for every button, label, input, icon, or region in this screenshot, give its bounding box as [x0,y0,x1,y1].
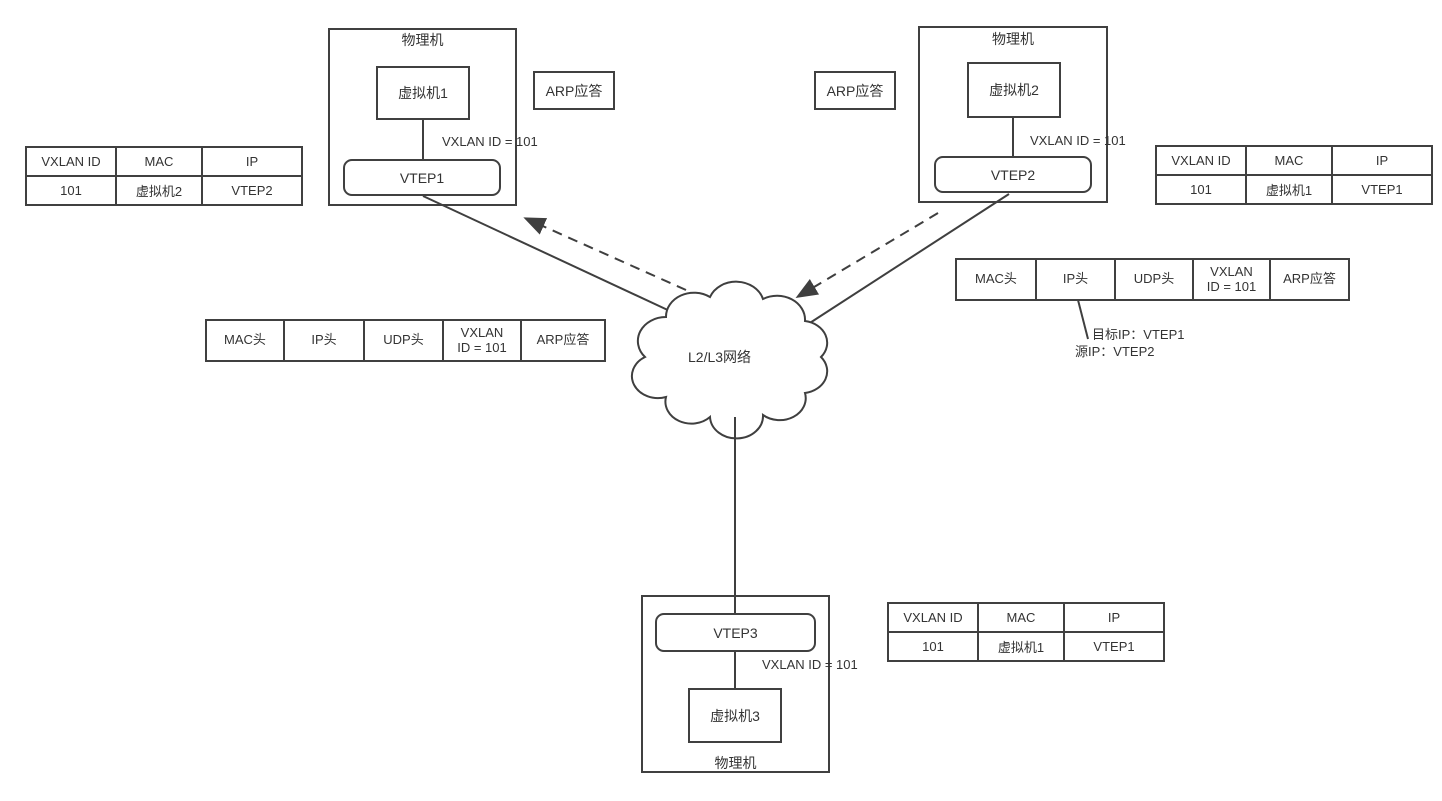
packet-cell-ip: IP头 [283,319,365,362]
packet-cell-arp: ARP应答 [1269,258,1350,301]
table-row: 101 虚拟机1 VTEP1 [887,631,1165,662]
mapping-table-left: VXLAN ID MAC IP 101 虚拟机2 VTEP2 [25,146,303,206]
packet-cell-udp: UDP头 [363,319,444,362]
physical-machine-box-1 [328,28,517,206]
table-header-cell: MAC [1245,145,1333,176]
annotation-target-ip: 目标IP：VTEP1 [1092,327,1185,342]
packet-cell-mac: MAC头 [955,258,1037,301]
packet-strip-right: MAC头 IP头 UDP头 VXLAN ID = 101 ARP应答 [955,258,1350,301]
table-header-cell: MAC [977,602,1065,633]
arp-reply-box-left: ARP应答 [533,71,615,110]
physical-machine-box-2 [918,26,1108,203]
physical-machine-box-3 [641,595,830,773]
vtep1-box: VTEP1 [343,159,501,196]
arp-reply-arrow-cloud-to-vtep1 [523,217,687,291]
packet-cell-vxlan: VXLAN ID = 101 [1192,258,1271,301]
vtep1-cloud-line [422,195,673,313]
table-header-cell: MAC [115,146,203,177]
packet-cell-vxlan: VXLAN ID = 101 [442,319,522,362]
machine-3-title: 物理机 [714,755,757,771]
vm1-box: 虚拟机1 [376,66,470,120]
table-header-cell: VXLAN ID [25,146,117,177]
table-cell: 虚拟机2 [115,175,203,206]
mapping-table-bottom: VXLAN ID MAC IP 101 虚拟机1 VTEP1 [887,602,1165,662]
table-header-row: VXLAN ID MAC IP [887,602,1165,633]
arp-reply-box-right: ARP应答 [814,71,896,110]
packet-strip-left: MAC头 IP头 UDP头 VXLAN ID = 101 ARP应答 [205,319,606,362]
cloud-label: L2/L3网络 [688,349,752,365]
table-cell: VTEP2 [201,175,303,206]
annotation-source-ip: 源IP：VTEP2 [1075,344,1155,359]
packet-cell-ip: IP头 [1035,258,1116,301]
mapping-table-right: VXLAN ID MAC IP 101 虚拟机1 VTEP1 [1155,145,1433,205]
table-header-cell: IP [1331,145,1433,176]
arp-reply-arrow-vtep2-to-cloud [795,212,939,299]
packet-cell-mac: MAC头 [205,319,285,362]
machine-2-title: 物理机 [992,31,1034,47]
l2l3-network-cloud [630,280,829,440]
vm3-box: 虚拟机3 [688,688,782,743]
vtep3-box: VTEP3 [655,613,816,652]
table-header-row: VXLAN ID MAC IP [25,146,303,177]
machine-1-title: 物理机 [401,32,444,48]
vxlan-id-label-1: VXLAN ID = 101 [442,134,538,149]
vxlan-id-label-2: VXLAN ID = 101 [1030,133,1126,148]
vxlan-id-label-3: VXLAN ID = 101 [762,657,858,672]
table-cell: VTEP1 [1063,631,1165,662]
table-header-cell: IP [201,146,303,177]
vtep2-cloud-line [798,193,1010,331]
table-cell: 101 [887,631,979,662]
annotation-leader-line [1077,299,1089,340]
vm2-box: 虚拟机2 [967,62,1061,118]
table-cell: VTEP1 [1331,174,1433,205]
table-header-cell: IP [1063,602,1165,633]
table-cell: 101 [25,175,117,206]
vtep2-box: VTEP2 [934,156,1092,193]
table-row: 101 虚拟机1 VTEP1 [1155,174,1433,205]
table-row: 101 虚拟机2 VTEP2 [25,175,303,206]
table-cell: 虚拟机1 [1245,174,1333,205]
table-cell: 101 [1155,174,1247,205]
table-header-cell: VXLAN ID [1155,145,1247,176]
packet-cell-udp: UDP头 [1114,258,1194,301]
table-cell: 虚拟机1 [977,631,1065,662]
table-header-cell: VXLAN ID [887,602,979,633]
packet-cell-arp: ARP应答 [520,319,606,362]
table-header-row: VXLAN ID MAC IP [1155,145,1433,176]
